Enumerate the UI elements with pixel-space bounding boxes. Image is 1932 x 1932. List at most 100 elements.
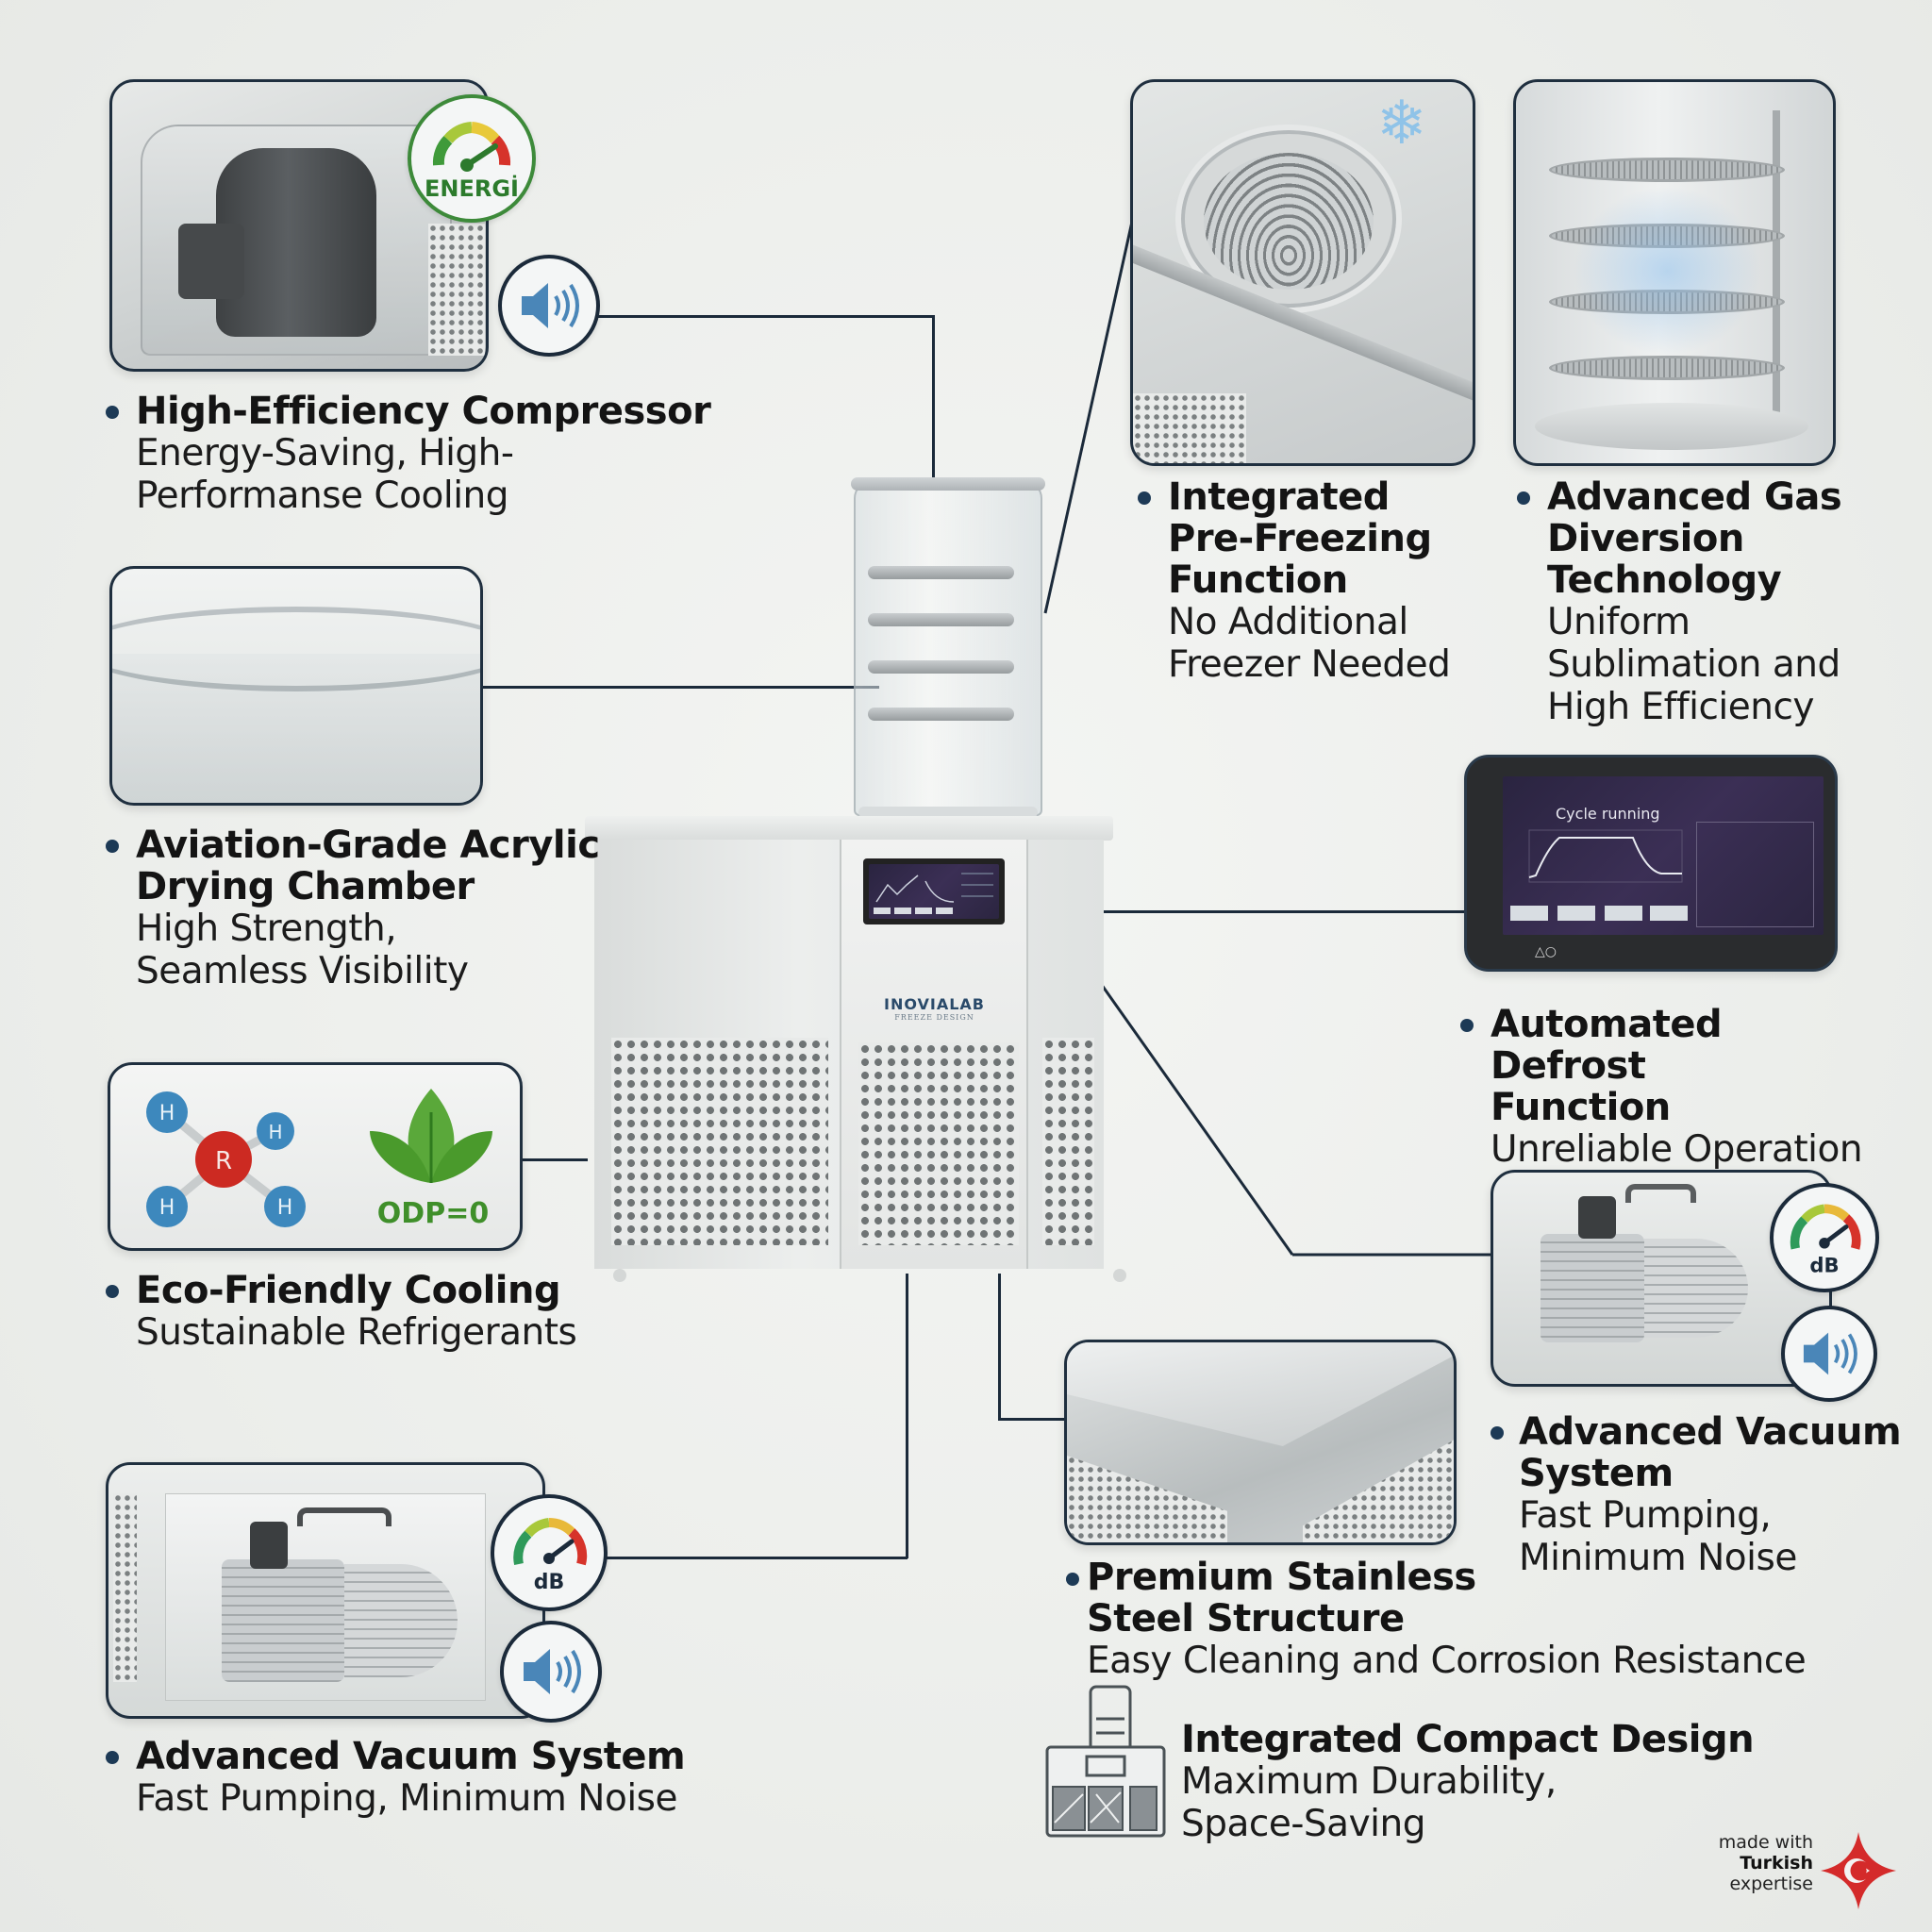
connector-stainless-v bbox=[998, 1274, 1001, 1420]
db-gauge-badge: dB bbox=[1770, 1183, 1879, 1292]
chamber-base bbox=[858, 807, 1038, 818]
acrylic-chamber bbox=[854, 481, 1042, 816]
gas-diversion-image bbox=[1513, 79, 1836, 466]
connector-stainless-h bbox=[998, 1418, 1064, 1421]
speaker-icon bbox=[1803, 1332, 1857, 1375]
bullet bbox=[106, 840, 119, 853]
feature-title: Premium Stainless bbox=[1087, 1556, 1476, 1599]
feature-title: Function bbox=[1168, 558, 1348, 602]
feature-subtitle: Unreliable Operation bbox=[1491, 1128, 1863, 1171]
connector-eco bbox=[522, 1158, 588, 1161]
vacuum-pump-image bbox=[106, 1462, 545, 1719]
compressor-image bbox=[109, 79, 489, 372]
condenser-coil bbox=[1204, 153, 1374, 290]
touchscreen-image: Cycle running △○ bbox=[1464, 755, 1838, 972]
pump-handle bbox=[297, 1507, 391, 1526]
chamber-lid bbox=[851, 477, 1045, 491]
speaker-badge bbox=[500, 1621, 602, 1723]
feature-eco: Eco-Friendly Cooling Sustainable Refrige… bbox=[136, 1270, 664, 1354]
screen-chart bbox=[874, 873, 993, 914]
feature-subtitle: Performanse Cooling bbox=[136, 475, 509, 517]
feature-subtitle: Fast Pumping, Minimum Noise bbox=[136, 1777, 677, 1820]
feature-title: Advanced Vacuum System bbox=[136, 1735, 686, 1778]
feature-title: Function bbox=[1491, 1086, 1671, 1129]
device-touchscreen[interactable] bbox=[863, 858, 1005, 924]
turkish-flag-star-icon bbox=[1821, 1832, 1896, 1909]
vent-right bbox=[1042, 1038, 1094, 1245]
speaker-badge bbox=[498, 255, 600, 357]
tray bbox=[1549, 356, 1785, 380]
atom-label: H bbox=[268, 1121, 282, 1143]
screen-button[interactable] bbox=[1605, 906, 1642, 921]
bullet bbox=[106, 406, 119, 419]
eco-image: H H H H R ODP=0 bbox=[108, 1062, 523, 1251]
feature-subtitle: Easy Cleaning and Corrosion Resistance bbox=[1087, 1640, 1807, 1682]
feature-vacuum-right: Advanced Vacuum System Fast Pumping, Min… bbox=[1519, 1411, 1915, 1579]
tray bbox=[1549, 158, 1785, 182]
cycle-status: Cycle running bbox=[1556, 805, 1660, 823]
energy-label: ENERGİ bbox=[425, 175, 519, 202]
feature-defrost: Automated Defrost Function Unreliable Op… bbox=[1491, 1004, 1887, 1171]
feature-subtitle: Fast Pumping, bbox=[1519, 1494, 1772, 1537]
foot bbox=[1113, 1269, 1126, 1282]
steel-vent-left bbox=[1067, 1456, 1227, 1542]
made-in-turkey-badge: made with Turkish expertise bbox=[1698, 1830, 1915, 1915]
freeze-dryer: INOVIALAB FREEZE DESIGN bbox=[585, 472, 1126, 1302]
feature-title: Diversion bbox=[1547, 517, 1744, 560]
feature-vacuum-left: Advanced Vacuum System Fast Pumping, Min… bbox=[136, 1736, 740, 1820]
screen-button[interactable] bbox=[1557, 906, 1595, 921]
connector-prefreeze bbox=[1043, 221, 1134, 614]
cycle-chart bbox=[1528, 829, 1683, 883]
feature-subtitle: Minimum Noise bbox=[1519, 1537, 1797, 1579]
steel-top bbox=[1067, 1342, 1454, 1446]
db-gauge-badge: dB bbox=[491, 1494, 608, 1611]
pump-motor bbox=[344, 1564, 458, 1677]
airflow bbox=[1573, 186, 1761, 356]
feature-gas-diversion: Advanced Gas Diversion Technology Unifor… bbox=[1547, 476, 1906, 728]
feature-subtitle: No Additional bbox=[1168, 601, 1408, 643]
decibel-gauge-icon: dB bbox=[513, 1518, 588, 1594]
molecule-icon: H H H H R bbox=[146, 1091, 306, 1227]
shelf bbox=[868, 613, 1014, 626]
speaker-icon bbox=[522, 283, 579, 328]
connector-acrylic bbox=[483, 686, 879, 689]
feature-subtitle: Energy-Saving, High- bbox=[136, 432, 514, 475]
feature-title: Integrated Compact Design bbox=[1181, 1718, 1755, 1761]
feature-title: System bbox=[1519, 1452, 1674, 1495]
feature-subtitle: Uniform bbox=[1547, 601, 1690, 643]
bullet bbox=[1138, 491, 1151, 505]
bullet bbox=[106, 1285, 119, 1298]
speaker-badge bbox=[1781, 1306, 1877, 1402]
pump-handle bbox=[1625, 1184, 1696, 1203]
vacuum-pump-image bbox=[1491, 1170, 1832, 1387]
feature-pre-freezing: Integrated Pre-Freezing Function No Addi… bbox=[1168, 476, 1479, 686]
chamber-base bbox=[1535, 403, 1808, 450]
connector-vacuum-left-h bbox=[596, 1557, 908, 1559]
feature-subtitle: Maximum Durability, bbox=[1181, 1760, 1557, 1803]
speaker-icon bbox=[524, 1649, 581, 1694]
support-rod bbox=[1773, 110, 1780, 431]
pump-motor bbox=[1644, 1239, 1748, 1338]
connector-defrost bbox=[1060, 910, 1466, 913]
touchscreen-display[interactable]: Cycle running bbox=[1503, 776, 1824, 935]
screen-button[interactable] bbox=[1510, 906, 1548, 921]
bullet bbox=[106, 1751, 119, 1764]
energy-gauge-icon: ENERGİ bbox=[425, 122, 519, 202]
origin-text: Turkish bbox=[1740, 1853, 1813, 1874]
compact-design-icon bbox=[1045, 1685, 1166, 1838]
feature-subtitle: High Strength, bbox=[136, 908, 397, 950]
pre-freezing-image: ❄ bbox=[1130, 79, 1475, 466]
cabinet-vent bbox=[113, 1493, 137, 1682]
screen-side-panel bbox=[1696, 822, 1814, 927]
atom-label: H bbox=[159, 1102, 175, 1125]
acrylic-wall bbox=[112, 654, 480, 803]
screen-button[interactable] bbox=[1650, 906, 1688, 921]
atom-label: H bbox=[277, 1196, 293, 1220]
bullet bbox=[1491, 1426, 1504, 1440]
brand-sublabel: FREEZE DESIGN bbox=[894, 1013, 974, 1022]
connector-compressor-h bbox=[596, 315, 934, 318]
decibel-gauge-icon: dB bbox=[1790, 1204, 1861, 1276]
feature-title: Pre-Freezing bbox=[1168, 517, 1432, 560]
vent-left bbox=[611, 1038, 828, 1245]
pump-block bbox=[222, 1559, 344, 1682]
